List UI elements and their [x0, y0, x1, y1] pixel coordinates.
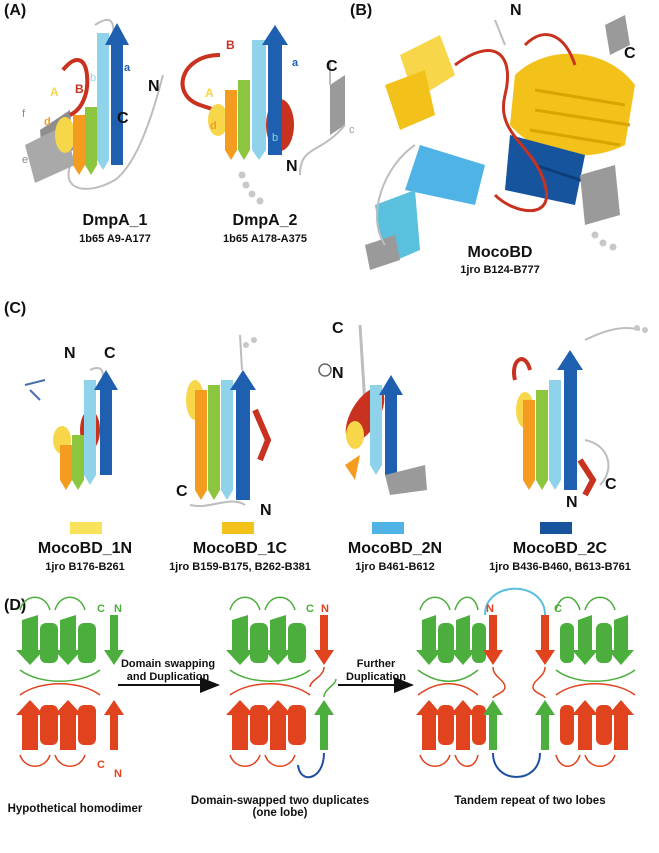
dmpa1-label-B: B [75, 82, 84, 96]
mocobd-1c-ribbon [186, 334, 272, 508]
caption-swapped: Domain-swapped two duplicates (one lobe) [180, 795, 380, 819]
dmpa2-label-b: b [272, 132, 279, 144]
dmpa2-subtitle: 1b65 A178-A375 [223, 233, 307, 245]
dmpa2-label-c: c [349, 124, 355, 136]
dmpa2-label-d: d [210, 120, 217, 132]
c2-label-C: C [176, 483, 188, 500]
caption-swapped-line2: (one lobe) [252, 807, 308, 819]
caption-tandem: Tandem repeat of two lobes [454, 795, 606, 807]
mocobd-2c-title: MocoBD_2C [512, 540, 608, 557]
mocobd-1n-ribbon [24, 367, 118, 490]
panel-label-c: (C) [4, 300, 27, 317]
d3-label-N: N [486, 603, 494, 615]
dmpa1-label-C: C [117, 110, 129, 127]
mocobd-1c-title: MocoBD_1C [192, 540, 288, 557]
dmpa1-label-N: N [148, 78, 160, 95]
mocobd-2c-subtitle: 1jro B436-B460, B613-B761 [489, 561, 631, 573]
swatch-mocobd-1c [222, 522, 254, 534]
mocobd-2n-ribbon [318, 324, 427, 495]
dmpa2-ribbon [180, 25, 346, 205]
mocobd-title: MocoBD [467, 244, 533, 261]
dmpa2-label-a: a [292, 57, 299, 69]
c1-label-C: C [104, 345, 116, 362]
mocobd-1n-subtitle: 1jro B176-B261 [45, 561, 125, 573]
mocobd-1c-subtitle: 1jro B159-B175, B262-B381 [169, 561, 311, 573]
dmpa2-label-C: C [326, 58, 338, 75]
mocobd-ribbon [365, 15, 635, 270]
arrow2-line2: Duplication [346, 671, 406, 683]
c4-label-N: N [566, 494, 578, 511]
dmpa1-label-a: a [124, 62, 131, 74]
mocobd-1n-title: MocoBD_1N [37, 540, 133, 557]
dmpa1-label-A: A [50, 85, 59, 99]
mocobd-subtitle: 1jro B124-B777 [460, 264, 540, 276]
d1-label-C2: C [97, 759, 105, 771]
arrow1-line2: and Duplication [126, 671, 210, 683]
d3-label-C: C [554, 603, 562, 615]
swatch-mocobd-1n [70, 522, 102, 534]
dmpa1-title: DmpA_1 [82, 212, 148, 229]
dmpa2-title: DmpA_2 [232, 212, 298, 229]
panel-label-b: (B) [350, 2, 373, 19]
dmpa1-label-e: e [22, 154, 29, 166]
dmpa1-label-b: b [90, 72, 97, 84]
dmpa1-label-f: f [22, 108, 26, 120]
arrow2-line1: Further [356, 658, 396, 670]
caption-swapped-line1: Domain-swapped two duplicates [190, 795, 370, 807]
d2-label-N: N [321, 603, 329, 615]
mocobd-label-N: N [510, 2, 522, 19]
tandem-two-lobes [416, 587, 636, 778]
swatch-mocobd-2c [540, 522, 572, 534]
d2-label-C: C [306, 603, 314, 615]
arrow1-line1: Domain swapping [120, 658, 216, 670]
arrow1-label: Domain swapping and Duplication [112, 658, 224, 684]
homodimer-red [16, 683, 124, 767]
caption-homodimer: Hypothetical homodimer [7, 803, 143, 815]
dmpa2-label-A: A [205, 86, 214, 100]
mocobd-2n-subtitle: 1jro B461-B612 [355, 561, 435, 573]
swatch-mocobd-2n [372, 522, 404, 534]
dmpa2-label-B: B [226, 38, 235, 52]
swapped-one-lobe [226, 596, 337, 779]
homodimer-green [16, 596, 124, 682]
c3-label-C: C [332, 320, 344, 337]
d1-label-C: C [97, 603, 105, 615]
dmpa1-subtitle: 1b65 A9-A177 [79, 233, 151, 245]
mocobd-label-C: C [624, 45, 636, 62]
dmpa2-label-N: N [286, 158, 298, 175]
dmpa1-ribbon [25, 18, 164, 190]
arrow2-label: Further Duplication [338, 658, 414, 684]
mocobd-2c-ribbon [512, 325, 648, 497]
d1-label-N2: N [114, 768, 122, 780]
c4-label-C: C [605, 476, 617, 493]
c1-label-N: N [64, 345, 76, 362]
d1-label-N: N [114, 603, 122, 615]
topology-diagram [16, 587, 636, 779]
c2-label-N: N [260, 502, 272, 519]
panel-label-a: (A) [4, 2, 27, 19]
mocobd-2n-title: MocoBD_2N [347, 540, 443, 557]
dmpa1-label-d: d [44, 116, 51, 128]
c3-label-N: N [332, 365, 344, 382]
